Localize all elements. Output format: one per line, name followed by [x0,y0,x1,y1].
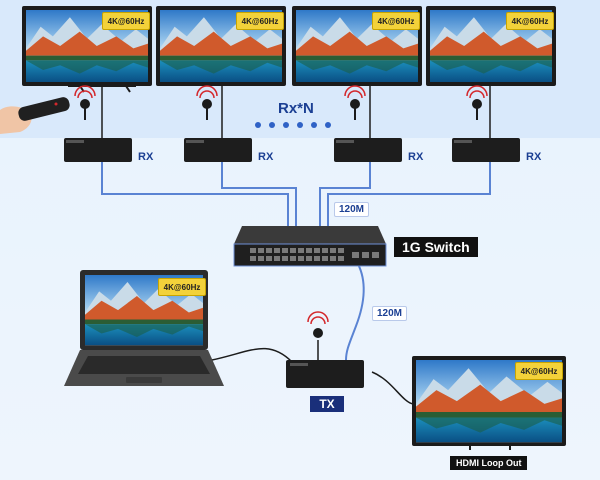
hdmi-cable-loopout [371,371,414,405]
ir-sensor-icon-2 [196,85,218,120]
resolution-badge-tv1: 4K@60Hz [102,12,150,30]
receiver-dots [255,122,331,128]
bandwidth-label-top: 120M [334,202,370,217]
network-cables [101,160,491,361]
switch-label: 1G Switch [394,237,478,257]
cable-rx1-switch [101,160,289,227]
rx-box-4 [452,138,520,162]
rx-box-2 [184,138,252,162]
cable-switch-tx [345,263,365,361]
rx-label-1: RX [138,151,154,163]
tx-box [286,360,364,388]
cable-rx4-switch [327,160,491,227]
hand-remote-icon [0,97,70,134]
network-switch [233,226,387,267]
bandwidth-label-bottom: 120M [372,306,408,321]
hdmi-cables [101,84,491,405]
tx-label: TX [310,396,344,412]
rx-box-1 [64,138,132,162]
cable-rx3-switch [319,160,371,227]
hdmi-cable-laptop [211,347,293,363]
resolution-badge-loopout: 4K@60Hz [515,362,563,380]
rx-label-3: RX [408,151,424,163]
resolution-badge-tv3: 4K@60Hz [372,12,420,30]
ir-sensor-icon-3 [344,85,366,120]
resolution-badge-tv4: 4K@60Hz [506,12,554,30]
receiver-count-label: Rx*N [278,100,314,117]
loop-out-label: HDMI Loop Out [450,456,528,470]
rx-label-2: RX [258,151,274,163]
rx-label-4: RX [526,151,542,163]
ir-sensor-icon-4 [466,85,488,120]
cable-rx2-switch [221,160,297,227]
rx-box-3 [334,138,402,162]
resolution-badge-laptop: 4K@60Hz [158,278,206,296]
ir-sensor-icon-tx [307,311,329,338]
ir-sensor-icon-1 [74,85,96,120]
resolution-badge-tv2: 4K@60Hz [236,12,284,30]
